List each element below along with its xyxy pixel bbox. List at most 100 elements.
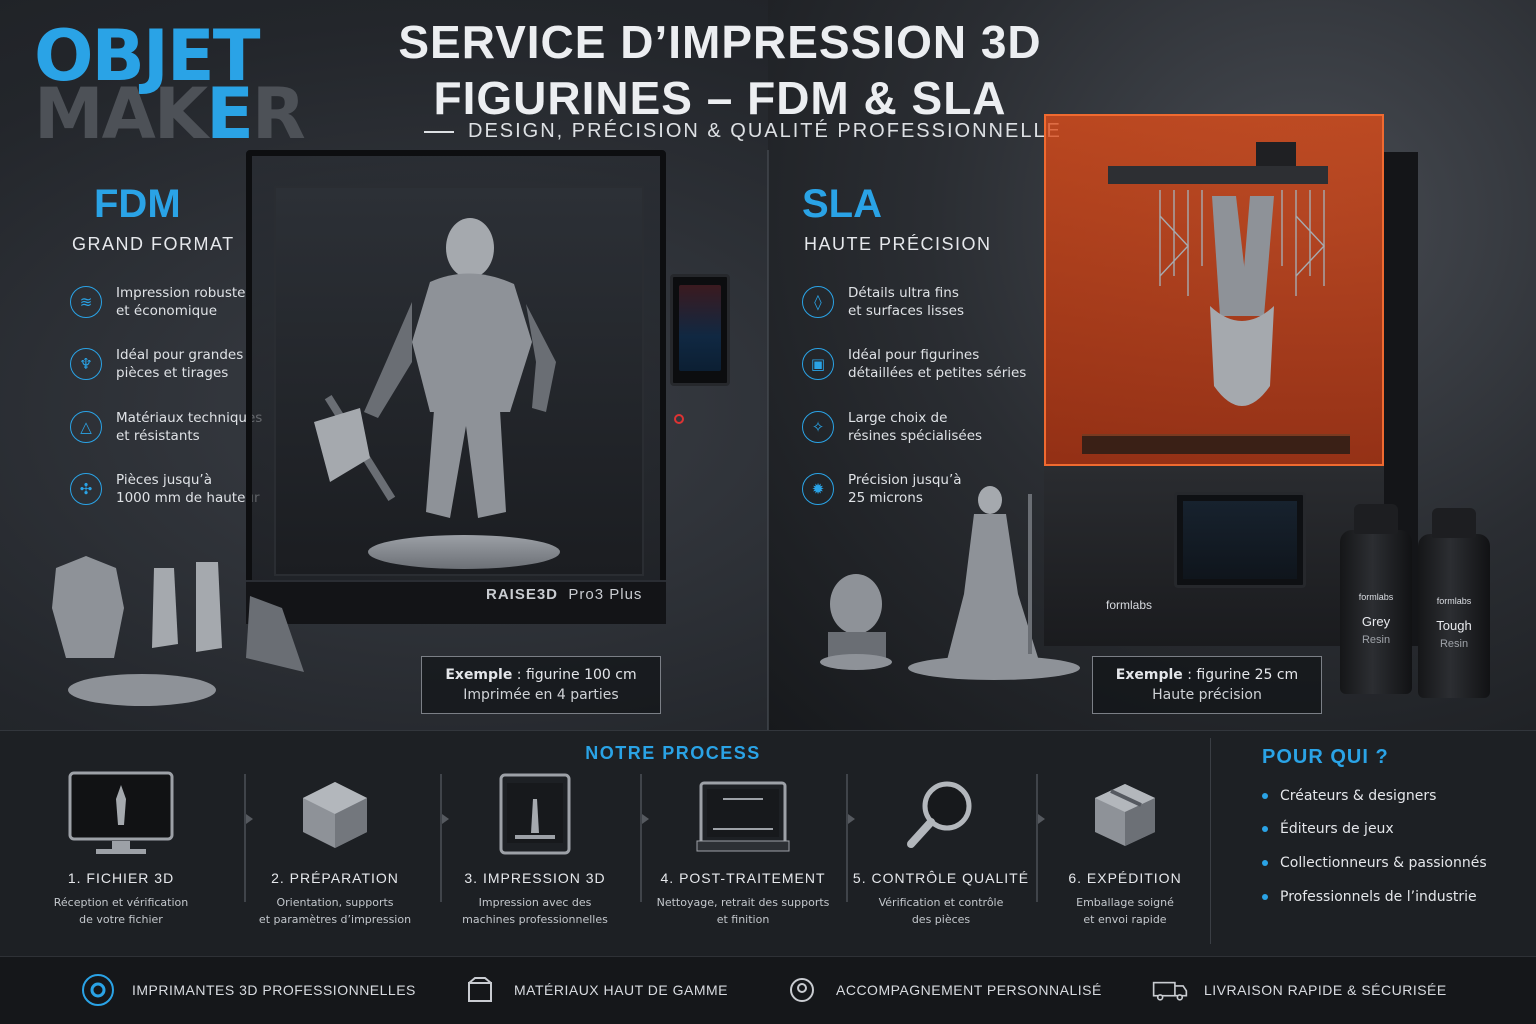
step-number: 6.: [1068, 870, 1082, 886]
bottle-name: Tough: [1436, 618, 1472, 633]
bottle-name: Grey: [1361, 614, 1391, 629]
sla-feature-text: Large choix de résines spécialisées: [848, 410, 983, 444]
step-number: 1.: [67, 870, 82, 886]
audience-item-label: Créateurs & designers: [1280, 788, 1437, 804]
build-plate: [1108, 166, 1328, 184]
printer-base: [246, 580, 666, 624]
audience-item: Collectionneurs & passionnés: [1262, 855, 1487, 871]
audience-item-label: Éditeurs de jeux: [1280, 821, 1394, 837]
magnifier-icon: [846, 766, 1036, 862]
monitor-icon: [26, 766, 216, 862]
audience-item-label: Professionnels de l’industrie: [1280, 889, 1477, 905]
step-description: Emballage soigné et envoi rapide: [1076, 896, 1174, 926]
printer-model: Pro3 Plus: [568, 586, 643, 603]
step-description: Orientation, supports et paramètres d’im…: [258, 896, 412, 926]
audience-item-label: Collectionneurs & passionnés: [1280, 855, 1487, 871]
printer-icon: [440, 766, 630, 862]
bullet-icon: [1262, 860, 1268, 866]
sla-example-box: Exemple : figurine 25 cm Haute précision: [1092, 656, 1322, 714]
footer-label: IMPRIMANTES 3D PROFESSIONNELLES: [132, 982, 416, 998]
precision-icon: ✹: [802, 473, 834, 505]
step-name: FICHIER 3D: [86, 870, 175, 886]
bullet-icon: [1262, 793, 1268, 799]
printer-brand: formlabs: [1106, 598, 1153, 612]
sla-feature: ✧ Large choix de résines spécialisées: [802, 409, 1032, 445]
audience-title: POUR QUI ?: [1262, 746, 1389, 768]
process-step: 5. CONTRÔLE QUALITÉ Vérification et cont…: [846, 766, 1036, 928]
step-number: 5.: [852, 870, 867, 886]
printer-orange-cover: [1044, 114, 1384, 466]
step-name: POST-TRAITEMENT: [679, 870, 826, 886]
fdm-example-box: Exemple : figurine 100 cm Imprimée en 4 …: [421, 656, 661, 714]
step-name: CONTRÔLE QUALITÉ: [871, 870, 1030, 886]
bottle-type: Resin: [1361, 634, 1391, 646]
process-step: 4. POST-TRAITEMENT Nettoyage, retrait de…: [648, 766, 838, 928]
step-name: IMPRESSION 3D: [482, 870, 606, 886]
sla-printer: formlabs: [1044, 114, 1436, 646]
printer-label: RAISE3D Pro3 Plus: [486, 586, 642, 603]
process-step: 6. EXPÉDITION Emballage soigné et envoi …: [1030, 766, 1220, 928]
fdm-feature-text: Impression robuste et économique: [116, 285, 246, 319]
sla-feature-text: Détails ultra fins et surfaces lisses: [848, 285, 965, 319]
sla-feature: ✹ Précision jusqu’à 25 microns: [802, 471, 1032, 507]
step-separator: [640, 774, 649, 902]
resin-bottle-tough: formlabs Tough Resin: [1418, 508, 1490, 698]
audience-item: Professionnels de l’industrie: [1262, 889, 1477, 905]
bullet-icon: [1262, 826, 1268, 832]
printer-icon: ▣: [802, 348, 834, 380]
fdm-title: FDM: [94, 182, 181, 226]
process-title: NOTRE PROCESS: [585, 743, 761, 763]
drop-icon: ◊: [802, 286, 834, 318]
resin-tank: [1082, 434, 1350, 454]
fdm-feature-text: Idéal pour grandes pièces et tirages: [116, 347, 244, 381]
footer-item: IMPRIMANTES 3D PROFESSIONNELLES: [80, 972, 416, 1008]
sla-subtitle: HAUTE PRÉCISION: [804, 234, 992, 254]
truck-icon: [1152, 972, 1188, 1008]
footer-label: MATÉRIAUX HAUT DE GAMME: [514, 982, 729, 998]
sla-example-label: Exemple: [1115, 667, 1183, 683]
audience-item: Éditeurs de jeux: [1262, 821, 1394, 837]
warrior-figurine: [314, 218, 556, 518]
step-separator: [846, 774, 855, 902]
step-name: EXPÉDITION: [1086, 870, 1182, 886]
material-icon: △: [70, 411, 102, 443]
fdm-example-value: : figurine 100 cm: [512, 667, 637, 683]
resin-icon: ✧: [802, 411, 834, 443]
fdm-subtitle: GRAND FORMAT: [72, 234, 235, 254]
fdm-feature: ≋ Impression robuste et économique: [70, 284, 320, 320]
printer-brand: RAISE3D: [486, 586, 559, 603]
sla-feature: ▣ Idéal pour figurines détaillées et pet…: [802, 346, 1032, 382]
brand-logo[interactable]: OBJET MAKER: [34, 15, 339, 155]
fdm-feature: ♆ Idéal pour grandes pièces et tirages: [70, 346, 320, 382]
title-line1: SERVICE D’IMPRESSION 3D: [398, 16, 1042, 68]
fdm-example-label: Exemple: [445, 667, 513, 683]
footer-item: MATÉRIAUX HAUT DE GAMME: [462, 972, 728, 1008]
footer-item: ACCOMPAGNEMENT PERSONNALISÉ: [784, 972, 1102, 1008]
sla-figurines: [820, 486, 1080, 680]
printer-side: [666, 156, 732, 624]
subtitle-dash: [424, 130, 454, 133]
logo-line1: OBJET: [34, 15, 260, 97]
gear-icon: [80, 972, 116, 1008]
logo-line2: MAKER: [34, 73, 306, 155]
footer-bar: [0, 956, 1536, 1024]
step-number: 4.: [660, 870, 675, 886]
statue-base: [368, 535, 560, 569]
fdm-feature-text: Pièces jusqu’à 1000 mm de hauteur: [116, 472, 260, 506]
step-description: Vérification et contrôle des pièces: [878, 896, 1004, 926]
step-separator: [1036, 774, 1045, 902]
sla-feature: ◊ Détails ultra fins et surfaces lisses: [802, 284, 1032, 320]
sla-hanging-print: [1159, 190, 1325, 406]
support-icon: [784, 972, 820, 1008]
post-processing-icon: [648, 766, 838, 862]
step-separator: [244, 774, 253, 902]
step-description: Réception et vérification de votre fichi…: [53, 896, 189, 926]
sla-feature-text: Précision jusqu’à 25 microns: [848, 472, 962, 506]
column-divider: [767, 150, 769, 730]
page-subtitle: DESIGN, PRÉCISION & QUALITÉ PROFESSIONNE…: [424, 120, 1064, 143]
title-line2: FIGURINES – FDM & SLA: [433, 72, 1007, 124]
step-description: Impression avec des machines professionn…: [462, 896, 608, 926]
footer-label: ACCOMPAGNEMENT PERSONNALISÉ: [836, 982, 1102, 998]
sla-title: SLA: [802, 182, 882, 226]
bottle-brand: formlabs: [1358, 592, 1394, 602]
